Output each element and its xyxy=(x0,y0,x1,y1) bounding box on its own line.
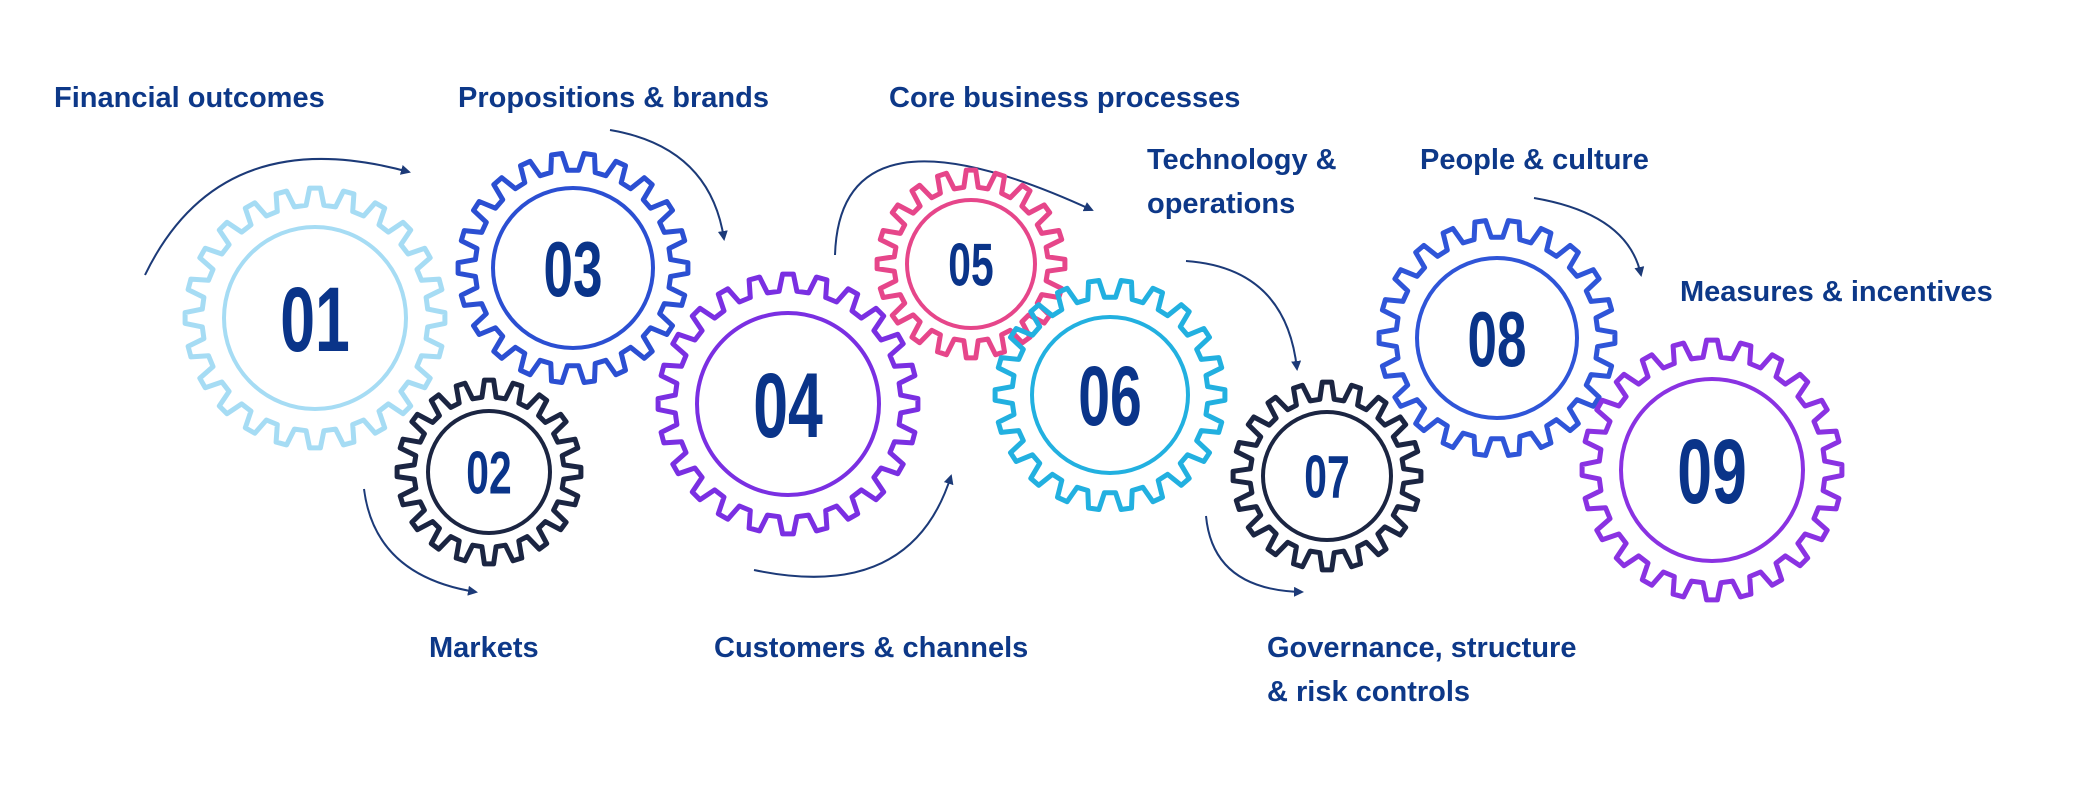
gear-number: 02 xyxy=(466,440,511,507)
arrow-04-to-06-icon xyxy=(834,160,1094,256)
label-markets: Markets xyxy=(429,632,539,664)
gear-number: 06 xyxy=(1078,350,1142,444)
gear-08: 08 xyxy=(1376,218,1618,458)
gear-number: 08 xyxy=(1468,297,1527,384)
label-technology-line1: Technology & xyxy=(1147,144,1337,176)
label-core-business-processes: Core business processes xyxy=(889,82,1241,114)
gear-05: 05 xyxy=(874,167,1068,361)
gear-03: 03 xyxy=(455,151,691,385)
gear-teeth-outline xyxy=(655,271,921,537)
gear-02: 02 xyxy=(394,377,584,567)
arrow-07-to-governance-icon xyxy=(1205,515,1304,597)
gear-number: 05 xyxy=(948,232,993,299)
gear-teeth-outline xyxy=(874,167,1068,361)
gear-inner-ring xyxy=(1619,377,1805,563)
arrow-06-to-07-icon xyxy=(1185,260,1302,371)
gear-teeth-outline xyxy=(1230,379,1424,573)
arrow-08-to-09-icon xyxy=(1533,197,1645,277)
label-technology-operations: Technology & operations xyxy=(1147,138,1337,226)
arrow-04-to-05-icon xyxy=(753,474,954,578)
gear-inner-ring xyxy=(905,198,1037,330)
label-financial-outcomes: Financial outcomes xyxy=(54,82,325,114)
label-governance-line1: Governance, structure xyxy=(1267,632,1577,664)
label-governance-line2: & risk controls xyxy=(1267,676,1471,708)
gear-number: 01 xyxy=(280,268,350,371)
label-governance-risk: Governance, structure & risk controls xyxy=(1267,626,1576,714)
gear-inner-ring xyxy=(222,225,408,411)
gear-teeth-outline xyxy=(1579,337,1845,603)
label-people-culture: People & culture xyxy=(1420,144,1649,176)
label-measures-incentives: Measures & incentives xyxy=(1680,276,1993,308)
gear-01: 01 xyxy=(182,185,448,451)
gear-inner-ring xyxy=(695,311,881,497)
gear-teeth-outline xyxy=(1376,218,1618,458)
gear-inner-ring xyxy=(491,186,655,350)
gear-teeth-outline xyxy=(455,151,691,385)
gear-teeth-outline xyxy=(182,185,448,451)
gear-inner-ring xyxy=(1030,315,1190,475)
gear-number: 04 xyxy=(753,354,823,457)
gear-teeth-outline xyxy=(992,278,1228,512)
label-propositions-brands: Propositions & brands xyxy=(458,82,769,114)
gear-09: 09 xyxy=(1579,337,1845,603)
arrow-01-to-02-icon xyxy=(363,488,478,596)
gear-07: 07 xyxy=(1230,379,1424,573)
gear-number: 07 xyxy=(1304,444,1349,511)
gear-inner-ring xyxy=(426,409,552,535)
gear-04: 04 xyxy=(655,271,921,537)
gear-teeth-outline xyxy=(394,377,584,567)
gear-inner-ring xyxy=(1261,410,1393,542)
arrow-01-to-03-icon xyxy=(144,157,411,276)
arrow-03-to-04-icon xyxy=(609,129,728,241)
gear-number: 03 xyxy=(544,227,603,314)
gear-06: 06 xyxy=(992,278,1228,512)
gear-number: 09 xyxy=(1677,420,1747,523)
gear-inner-ring xyxy=(1415,256,1579,420)
label-technology-line2: operations xyxy=(1147,188,1296,220)
label-customers-channels: Customers & channels xyxy=(714,632,1029,664)
